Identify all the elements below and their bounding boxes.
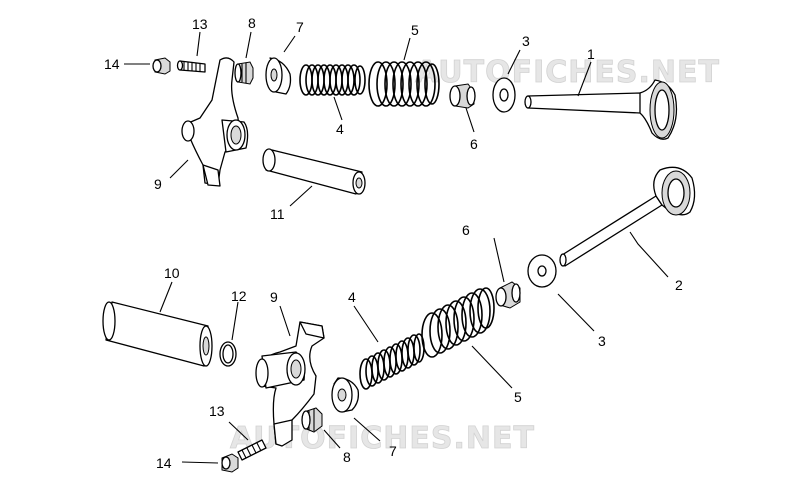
label-4-top: 4 <box>336 121 344 137</box>
label-14-top: 14 <box>104 56 120 72</box>
label-10: 10 <box>164 265 180 281</box>
rocker-arm-bottom <box>255 321 325 447</box>
o-ring <box>219 341 237 367</box>
label-13-top: 13 <box>192 16 208 32</box>
label-4-bottom: 4 <box>348 289 356 305</box>
collar-top <box>492 77 516 113</box>
collar-bottom <box>527 254 557 288</box>
seal-bottom <box>495 281 521 309</box>
lock-nut-bottom <box>221 453 239 473</box>
label-14-bottom: 14 <box>156 455 172 471</box>
label-13-bottom: 13 <box>209 403 225 419</box>
rocker-shaft-top <box>262 148 366 195</box>
label-6-top: 6 <box>470 136 478 152</box>
label-7-bottom: 7 <box>389 443 397 459</box>
retainer-top <box>265 57 292 95</box>
adjusting-screw-bottom <box>237 439 267 461</box>
adjusting-screw-top <box>176 60 206 73</box>
label-3-bottom: 3 <box>598 333 606 349</box>
rocker-shaft-bottom <box>102 301 213 367</box>
label-8-bottom: 8 <box>343 449 351 465</box>
leader-lines <box>124 31 669 464</box>
outer-spring-top <box>368 61 440 107</box>
inner-spring-top <box>299 64 366 96</box>
label-9-bottom: 9 <box>270 289 278 305</box>
cotters-bottom <box>301 407 323 433</box>
label-6-bottom: 6 <box>462 222 470 238</box>
label-5-top: 5 <box>411 22 419 38</box>
valve-top <box>524 79 678 140</box>
label-9-top: 9 <box>154 176 162 192</box>
label-5-bottom: 5 <box>514 389 522 405</box>
label-1: 1 <box>587 46 595 62</box>
seal-top <box>449 83 476 109</box>
label-8-top: 8 <box>248 15 256 31</box>
valve-bottom <box>559 166 696 267</box>
label-2: 2 <box>675 277 683 293</box>
label-12: 12 <box>231 288 247 304</box>
outer-spring-bottom <box>421 287 495 358</box>
retainer-bottom <box>331 377 360 413</box>
label-3-top: 3 <box>522 33 530 49</box>
label-11: 11 <box>270 206 285 222</box>
inner-spring-bottom <box>359 333 425 390</box>
lock-nut-top <box>152 57 171 75</box>
label-7-top: 7 <box>296 19 304 35</box>
rocker-arm-top <box>181 57 249 187</box>
cotters-top <box>234 61 254 85</box>
